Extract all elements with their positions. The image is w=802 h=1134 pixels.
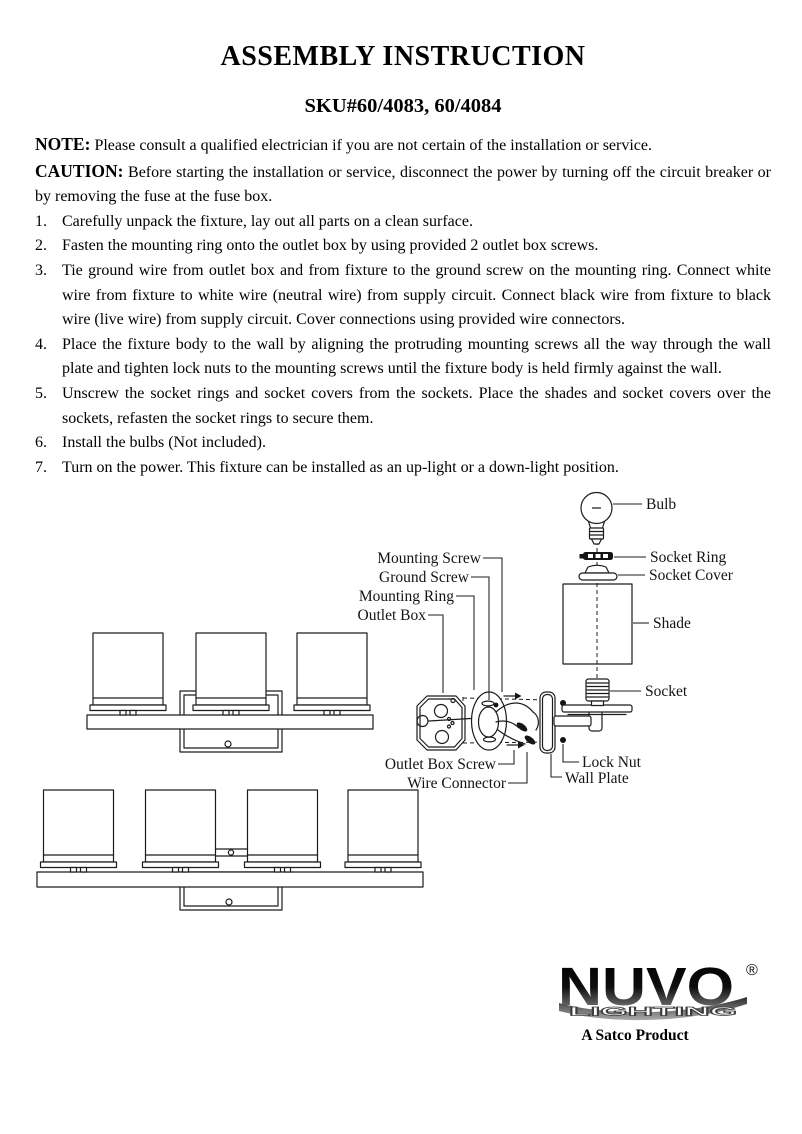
label-mounting-ring: Mounting Ring — [359, 588, 454, 605]
ground-screw-drawing — [493, 702, 499, 708]
registered-trademark-icon: ® — [746, 962, 758, 979]
step-number: 1. — [35, 212, 47, 230]
fixture-arm-drawing — [553, 709, 603, 732]
outlet-box-drawing — [416, 695, 480, 751]
label-socket-ring: Socket Ring — [650, 549, 726, 566]
step-text: Carefully unpack the fixture, lay out al… — [62, 212, 473, 230]
shade-exploded-drawing — [562, 583, 633, 665]
label-shade: Shade — [653, 615, 691, 632]
shade-drawing — [89, 632, 167, 716]
step-text: Fasten the mounting ring onto the outlet… — [62, 237, 599, 255]
socket-drawing — [585, 678, 610, 707]
bulb-drawing — [580, 491, 613, 545]
shade-drawing — [141, 789, 220, 873]
step-number: 6. — [35, 434, 47, 452]
step-4: 4. Place the fixture body to the wall by … — [35, 333, 771, 382]
shade-drawing — [293, 632, 371, 716]
logo-swoosh — [559, 997, 747, 1021]
note-text: Please consult a qualified electrician i… — [94, 137, 652, 154]
wall-plate-drawing — [539, 691, 556, 754]
sku-subtitle: SKU#60/4083, 60/4084 — [304, 95, 502, 117]
label-outlet-box-screw: Outlet Box Screw — [385, 756, 497, 773]
caution-paragraph: CAUTION: Before starting the installatio… — [35, 159, 771, 210]
logo-lighting-text: LIGHTING — [569, 1005, 737, 1019]
label-lock-nut: Lock Nut — [582, 754, 642, 771]
step-text: Install the bulbs (Not included). — [62, 434, 266, 452]
note-paragraph: NOTE: Please consult a qualified electri… — [35, 132, 771, 159]
diagram-labels: Mounting Screw Ground Screw Mounting Rin… — [358, 496, 734, 792]
mounting-screw-drawing — [503, 692, 525, 749]
step-5: 5. Unscrew the socket rings and socket co… — [35, 382, 771, 431]
wire-drawing — [495, 702, 539, 745]
step-number: 4. — [35, 335, 47, 353]
three-light-fixture-drawing — [86, 632, 374, 753]
nuvo-logo: NUVO LIGHTING ® — [558, 958, 758, 1021]
step-3: 3. Tie ground wire from outlet box and fr… — [35, 259, 771, 333]
socket-ring-drawing — [579, 552, 613, 560]
exploded-view-drawing — [416, 491, 633, 754]
step-7: 7. Turn on the power. This fixture can be… — [35, 456, 771, 481]
step-1: 1. Carefully unpack the fixture, lay out … — [35, 210, 771, 235]
lock-nut-drawing — [560, 737, 566, 743]
label-wire-connector: Wire Connector — [407, 775, 507, 792]
label-ground-screw: Ground Screw — [379, 569, 470, 586]
step-text: Unscrew the socket rings and socket cove… — [62, 384, 771, 427]
socket-cover-drawing — [578, 564, 618, 581]
note-label: NOTE: — [35, 134, 91, 154]
label-bulb: Bulb — [646, 496, 676, 513]
step-number: 3. — [35, 261, 47, 279]
shade-drawing — [344, 789, 422, 873]
label-outlet-box: Outlet Box — [358, 607, 427, 624]
wire-connector-drawing — [516, 722, 528, 732]
step-number: 2. — [35, 237, 47, 255]
shade-drawing — [39, 789, 118, 873]
step-text: Tie ground wire from outlet box and from… — [62, 261, 771, 329]
assembly-steps-list: 1. Carefully unpack the fixture, lay out … — [35, 210, 771, 481]
leader-lines — [428, 503, 649, 784]
shade-drawing — [192, 632, 270, 716]
logo-tagline: A Satco Product — [581, 1027, 689, 1044]
label-wall-plate: Wall Plate — [565, 770, 629, 787]
label-mounting-screw: Mounting Screw — [377, 550, 482, 567]
step-text: Place the fixture body to the wall by al… — [62, 335, 771, 378]
step-text: Turn on the power. This fixture can be i… — [62, 458, 619, 476]
center-bridge — [214, 848, 249, 857]
label-socket-cover: Socket Cover — [649, 567, 734, 584]
step-2: 2. Fasten the mounting ring onto the outl… — [35, 234, 771, 259]
step-number: 5. — [35, 384, 47, 402]
four-light-fixture-drawing — [36, 789, 424, 911]
caution-text: Before starting the installation or serv… — [35, 163, 772, 206]
label-socket: Socket — [645, 683, 688, 700]
shade-drawing — [243, 789, 322, 873]
step-6: 6. Install the bulbs (Not included). — [35, 431, 771, 456]
instruction-sheet: ASSEMBLY INSTRUCTION SKU#60/4083, 60/408… — [35, 0, 771, 480]
step-number: 7. — [35, 458, 47, 476]
assembly-diagram: Mounting Screw Ground Screw Mounting Rin… — [36, 491, 734, 911]
wire-connector-drawing — [524, 735, 536, 745]
page-title: ASSEMBLY INSTRUCTION — [220, 41, 586, 72]
caution-label: CAUTION: — [35, 160, 124, 181]
